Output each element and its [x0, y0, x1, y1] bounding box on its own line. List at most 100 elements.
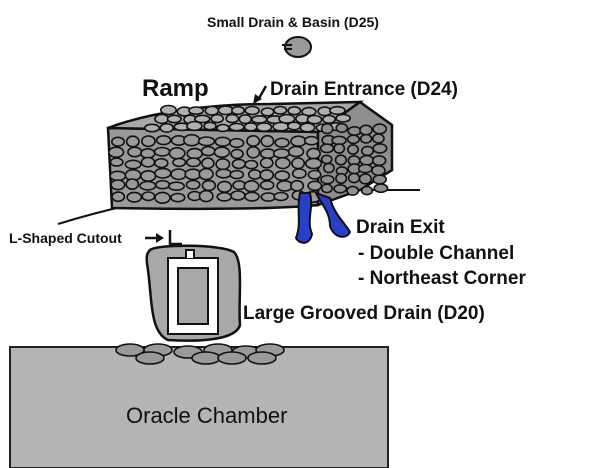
cobblestone [359, 133, 373, 144]
l-cutout-label: L-Shaped Cutout [9, 230, 122, 246]
cobblestone [358, 173, 373, 185]
cobblestone [144, 123, 161, 133]
cobblestone [154, 157, 169, 169]
cobblestone [154, 191, 171, 205]
cobblestone [141, 191, 156, 202]
cobblestone [225, 113, 240, 124]
cobblestone [360, 185, 374, 196]
cobblestone [255, 122, 273, 133]
cobblestone [159, 122, 174, 133]
drain-exit-title: Drain Exit [356, 217, 445, 238]
cobblestone [109, 157, 124, 167]
cobblestone [140, 135, 156, 148]
cobblestone [301, 106, 317, 117]
cobblestone [204, 105, 220, 116]
cobblestone [168, 181, 186, 191]
l-shaped-cutout-mark [168, 230, 182, 246]
cobblestone [291, 168, 307, 179]
cobblestone [154, 113, 170, 125]
cobblestone [155, 135, 172, 146]
cobblestone [306, 147, 321, 160]
cobblestone [335, 172, 348, 185]
cobblestone [333, 143, 346, 154]
cobblestone [188, 106, 205, 115]
cobblestone [110, 179, 126, 191]
cobblestone [232, 180, 247, 191]
cobblestone [153, 146, 171, 157]
cobblestone [370, 164, 386, 177]
cobblestone [216, 123, 230, 133]
cobblestone [140, 170, 157, 183]
small-drain-channel [282, 44, 292, 50]
cobblestone [359, 154, 375, 166]
cobblestone [124, 159, 142, 170]
cobblestone [217, 351, 247, 365]
cobblestone [307, 169, 322, 180]
cobblestone [125, 178, 140, 190]
cobblestone [260, 107, 275, 117]
cobblestone [320, 154, 333, 165]
cobblestone [186, 147, 203, 160]
cobblestone [185, 179, 201, 190]
cobblestone [186, 120, 203, 132]
cobblestone [217, 105, 235, 116]
cobblestone [135, 351, 165, 365]
cobblestone [203, 121, 217, 131]
cobblestone [244, 159, 259, 170]
cobblestone [320, 183, 333, 194]
cobblestone [274, 137, 290, 148]
cobblestone [299, 122, 316, 133]
foundation-stones [115, 343, 285, 365]
cobblestone [231, 105, 246, 116]
cobblestone [274, 170, 291, 182]
cobblestone [272, 121, 290, 132]
cobblestone [216, 191, 233, 202]
cobblestone [210, 113, 224, 124]
cobblestone [328, 105, 346, 116]
cobblestone [185, 157, 202, 168]
cobblestone [303, 135, 320, 146]
cobblestone [238, 113, 253, 125]
cobblestone [322, 162, 335, 174]
cobblestone [260, 192, 277, 202]
cobblestone [244, 105, 260, 116]
cobblestone [109, 170, 127, 182]
cobblestone [172, 157, 187, 168]
drain-entrance-arrow [253, 85, 268, 104]
cobblestone [371, 155, 387, 167]
cobblestone [290, 135, 307, 147]
cobblestone [373, 183, 389, 194]
cobblestone [125, 135, 140, 148]
cobblestone [359, 124, 373, 136]
cobblestone [243, 122, 258, 132]
cobblestone [290, 179, 305, 192]
cobblestone [333, 184, 348, 194]
cobblestone [244, 191, 260, 202]
cobblestone [201, 157, 215, 170]
cobblestone [197, 136, 216, 147]
cobblestone [243, 180, 260, 193]
cobblestone [213, 146, 231, 159]
drain-entrance-label: Drain Entrance (D24) [270, 79, 458, 100]
cobblestone [200, 145, 216, 157]
ramp-stones [107, 104, 389, 205]
cobblestone [230, 190, 246, 201]
cobblestone [250, 115, 268, 124]
cobblestone [229, 169, 245, 180]
cobblestone [228, 122, 245, 132]
cobblestone [170, 192, 186, 203]
cobblestone [334, 154, 348, 166]
cobblestone [371, 133, 385, 144]
cobblestone [306, 114, 323, 125]
cobblestone [215, 168, 232, 179]
drain-exit-channel-left [294, 192, 314, 244]
cobblestone [274, 156, 291, 170]
cobblestone [155, 179, 171, 190]
cobblestone [372, 143, 388, 154]
cobblestone [246, 135, 261, 148]
cobblestone [346, 144, 359, 155]
large-drain-label: Large Grooved Drain (D20) [243, 303, 485, 324]
oracle-chamber-block [9, 346, 389, 468]
cobblestone [320, 122, 334, 135]
